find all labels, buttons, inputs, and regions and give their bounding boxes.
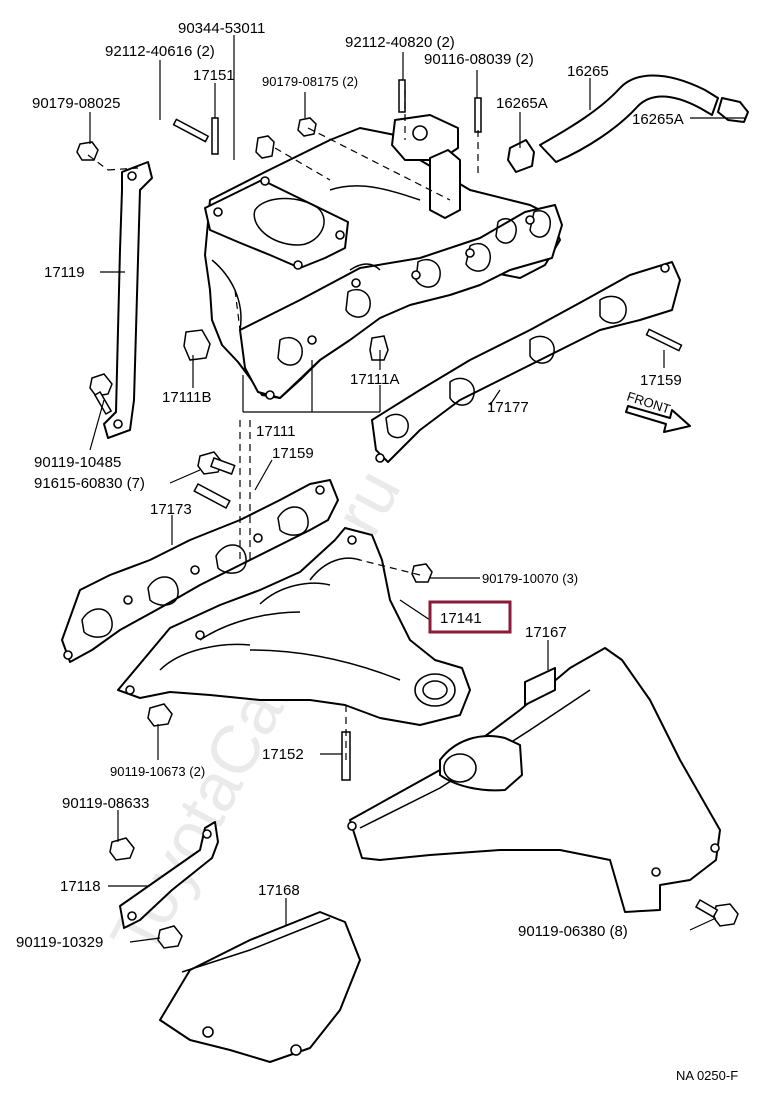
label-17177[interactable]: 17177	[487, 399, 529, 416]
exhaust-manifold-17141-illustration	[117, 527, 471, 727]
label-90119-06380[interactable]: 90119-06380 (8)	[518, 923, 628, 940]
label-90179-10070[interactable]: 90179-10070 (3)	[482, 571, 578, 586]
label-90179-08025[interactable]: 90179-08025	[32, 95, 120, 112]
heat-insulator-17167-illustration	[347, 647, 739, 927]
part-labels: 90344-53011 92112-40616 (2) 17151 90179-…	[16, 20, 738, 1083]
label-90119-10485[interactable]: 90119-10485	[34, 454, 121, 471]
label-16265A-1[interactable]: 16265A	[496, 95, 548, 112]
label-17141[interactable]: 17141	[440, 610, 482, 627]
top-fasteners	[76, 79, 683, 361]
intake-gasket-17177-illustration	[371, 261, 681, 463]
label-90119-10329[interactable]: 90119-10329	[16, 934, 103, 951]
label-17173[interactable]: 17173	[150, 501, 192, 518]
label-17159-b[interactable]: 17159	[272, 445, 314, 462]
stay-17119-illustration	[89, 161, 153, 439]
diagram-code: NA 0250-F	[676, 1068, 738, 1083]
label-90119-10673[interactable]: 90119-10673 (2)	[110, 764, 205, 779]
label-17119[interactable]: 17119	[44, 264, 85, 281]
hose-illustration	[507, 74, 749, 173]
label-92112-40820[interactable]: 92112-40820 (2)	[345, 34, 455, 51]
label-17151[interactable]: 17151	[193, 67, 235, 84]
label-17111[interactable]: 17111	[256, 423, 296, 440]
highlight-box-17141	[428, 600, 512, 634]
heat-insulator-17168-illustration	[159, 911, 361, 1063]
label-17118[interactable]: 17118	[60, 878, 101, 895]
label-92112-40616[interactable]: 92112-40616 (2)	[105, 43, 215, 60]
label-91615-60830[interactable]: 91615-60830 (7)	[34, 475, 145, 492]
label-16265[interactable]: 16265	[567, 63, 609, 80]
label-17159-a[interactable]: 17159	[640, 372, 682, 389]
label-90116-08039[interactable]: 90116-08039 (2)	[424, 51, 534, 68]
label-90179-08175[interactable]: 90179-08175 (2)	[262, 74, 358, 89]
label-17111A[interactable]: 17111A	[350, 371, 400, 388]
leader-lines	[87, 35, 745, 943]
label-17111B[interactable]: 17111B	[162, 389, 212, 406]
label-17152[interactable]: 17152	[262, 746, 304, 763]
intake-manifold-illustration	[204, 114, 563, 400]
label-17167[interactable]: 17167	[525, 624, 567, 641]
exhaust-gasket-17173-illustration	[61, 451, 339, 663]
label-17168[interactable]: 17168	[258, 882, 300, 899]
front-arrow: FRONT	[625, 389, 691, 433]
label-90344-53011[interactable]: 90344-53011	[178, 20, 265, 37]
label-16265A-2[interactable]: 16265A	[632, 111, 684, 128]
label-90119-08633[interactable]: 90119-08633	[62, 795, 149, 812]
stay-17118-illustration	[109, 821, 219, 949]
